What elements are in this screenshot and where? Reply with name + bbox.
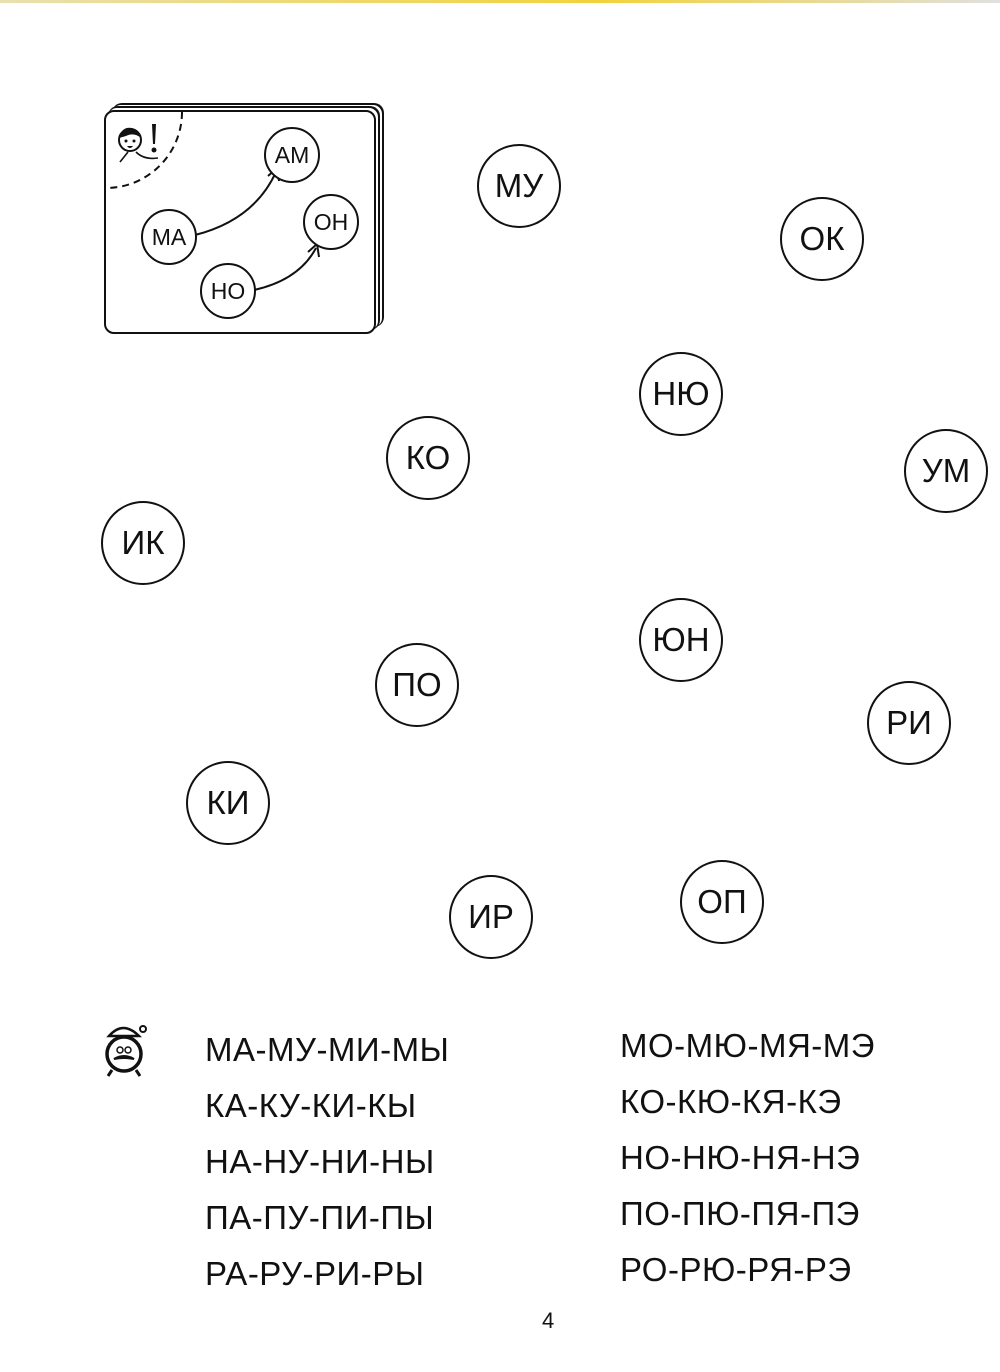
reading-line: РО-РЮ-РЯ-РЭ bbox=[620, 1251, 852, 1288]
example-circle-no: НО bbox=[200, 263, 256, 319]
reading-column-right: МО-МЮ-МЯ-МЭ КО-КЮ-КЯ-КЭ НО-НЮ-НЯ-НЭ ПО-П… bbox=[620, 1018, 875, 1298]
syllable-circle[interactable]: ОП bbox=[680, 860, 764, 944]
syllable-circle[interactable]: ПО bbox=[375, 643, 459, 727]
syllable-circle[interactable]: НЮ bbox=[639, 352, 723, 436]
example-circle-on: ОН bbox=[303, 194, 359, 250]
reading-line: КА-КУ-КИ-КЫ bbox=[205, 1087, 417, 1124]
example-circle-ma: МА bbox=[141, 209, 197, 265]
reading-line: МО-МЮ-МЯ-МЭ bbox=[620, 1027, 875, 1064]
reading-column-left: МА-МУ-МИ-МЫ КА-КУ-КИ-КЫ НА-НУ-НИ-НЫ ПА-П… bbox=[205, 1022, 449, 1302]
syllable-circle[interactable]: КО bbox=[386, 416, 470, 500]
reading-line: ПА-ПУ-ПИ-ПЫ bbox=[205, 1199, 435, 1236]
reading-line: КО-КЮ-КЯ-КЭ bbox=[620, 1083, 842, 1120]
syllable-circle[interactable]: ЮН bbox=[639, 598, 723, 682]
syllable-circle[interactable]: РИ bbox=[867, 681, 951, 765]
reading-line: НО-НЮ-НЯ-НЭ bbox=[620, 1139, 861, 1176]
reading-line: ПО-ПЮ-ПЯ-ПЭ bbox=[620, 1195, 860, 1232]
syllable-circle[interactable]: УМ bbox=[904, 429, 988, 513]
alarm-clock-icon bbox=[105, 1025, 147, 1077]
example-box: АМ МА ОН НО bbox=[104, 110, 376, 334]
reading-line: НА-НУ-НИ-НЫ bbox=[205, 1143, 435, 1180]
reading-line: РА-РУ-РИ-РЫ bbox=[205, 1255, 425, 1292]
page-number: 4 bbox=[542, 1308, 555, 1333]
syllable-circle[interactable]: КИ bbox=[186, 761, 270, 845]
syllable-circle[interactable]: ИР bbox=[449, 875, 533, 959]
syllable-circle[interactable]: МУ bbox=[477, 144, 561, 228]
syllable-circle[interactable]: ИК bbox=[101, 501, 185, 585]
reading-line: МА-МУ-МИ-МЫ bbox=[205, 1031, 450, 1068]
page-edge bbox=[0, 0, 1000, 3]
example-circle-am: АМ bbox=[264, 127, 320, 183]
syllable-circle[interactable]: ОК bbox=[780, 197, 864, 281]
child-pointing-icon bbox=[118, 124, 159, 163]
